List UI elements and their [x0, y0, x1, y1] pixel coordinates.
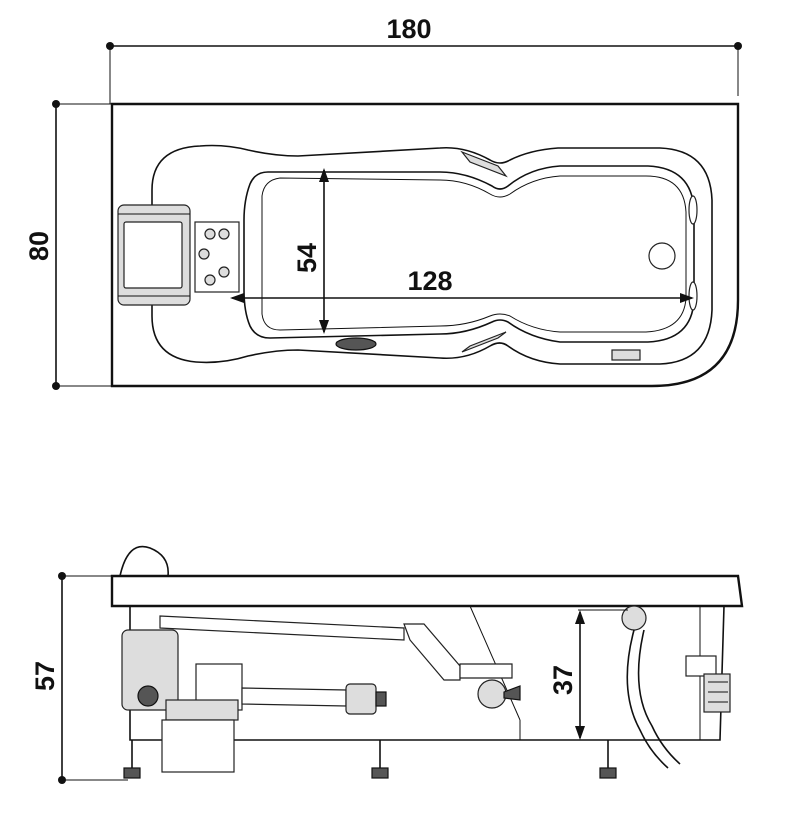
dimension-overall-height: 57 [30, 572, 128, 784]
hand-shower-hose-top [119, 545, 169, 577]
dimension-inner-length: 128 [230, 266, 694, 303]
tub-basin-inner [243, 165, 695, 343]
pipe-horizontal [459, 663, 513, 679]
drain-assembly [685, 655, 731, 713]
drain-hole [648, 242, 676, 270]
overflow-fitting [621, 605, 681, 769]
side-jet-upper [688, 195, 698, 225]
dimension-inner-depth-label: 37 [548, 665, 578, 695]
tub-basin-outer [151, 144, 713, 365]
support-feet [123, 740, 617, 779]
handle-top [460, 150, 508, 178]
top-view: 180 80 [24, 14, 742, 390]
side-view: 57 [30, 545, 744, 784]
tub-rim-side [110, 574, 744, 608]
handle-bottom [461, 331, 507, 353]
overflow-control [611, 349, 641, 361]
pump-motor [121, 629, 243, 773]
dimension-inner-depth: 37 [548, 609, 628, 740]
pipe-elbow [403, 623, 461, 681]
tub-floor [261, 175, 687, 333]
control-box [161, 719, 235, 773]
dimension-overall-length-label: 180 [386, 14, 431, 44]
side-jet-lower [688, 281, 698, 311]
dimension-inner-width: 54 [292, 168, 329, 334]
dimension-inner-length-label: 128 [407, 266, 452, 296]
tub-outer-rim [110, 102, 740, 388]
dimension-overall-width-label: 80 [24, 231, 54, 261]
dimension-overall-length: 180 [106, 14, 742, 104]
drain-grille [335, 337, 377, 351]
lower-pipe [241, 687, 347, 707]
dimension-overall-height-label: 57 [30, 661, 60, 691]
dimension-overall-width: 80 [24, 100, 112, 390]
upper-pipe [159, 615, 405, 641]
suction-fitting [345, 683, 387, 715]
dimension-inner-width-label: 54 [292, 243, 322, 273]
jet-panel [194, 221, 240, 293]
headrest-pillow [117, 204, 191, 306]
center-jet-fitting [477, 679, 521, 709]
